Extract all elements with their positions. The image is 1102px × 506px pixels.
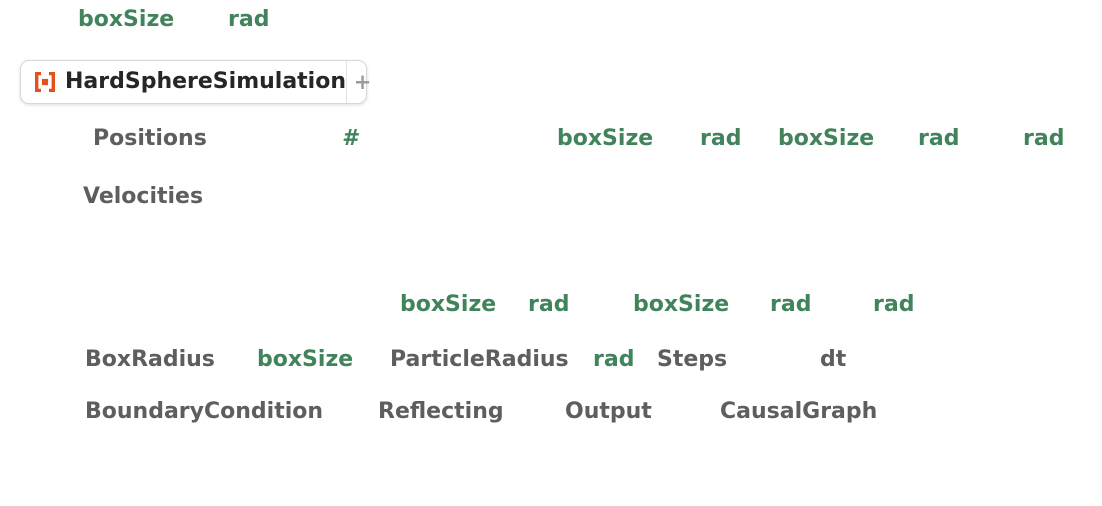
token-rad: rad — [918, 126, 960, 151]
resource-function-icon — [32, 69, 58, 95]
token-rad: rad — [528, 292, 570, 317]
expand-plus-button[interactable]: + — [346, 61, 378, 103]
token-dt-string: dt — [820, 347, 847, 372]
token-slot: # — [342, 126, 358, 151]
token-rad: rad — [593, 347, 635, 372]
resource-function-name: HardSphereSimulation — [65, 69, 346, 94]
token-boxsize: boxSize — [400, 292, 497, 317]
token-boundarycondition-string: BoundaryCondition — [85, 399, 324, 424]
token-rad: rad — [1023, 126, 1065, 151]
token-boxsize: boxSize — [78, 7, 175, 32]
token-velocities-string: Velocities — [83, 184, 204, 209]
resource-function-badge[interactable]: HardSphereSimulation + — [20, 60, 371, 104]
token-rad: rad — [228, 7, 270, 32]
token-boxradius-string: BoxRadius — [85, 347, 215, 372]
token-boxsize: boxSize — [633, 292, 730, 317]
token-boxsize: boxSize — [778, 126, 875, 151]
token-steps-string: Steps — [657, 347, 728, 372]
token-reflecting-string: Reflecting — [378, 399, 504, 424]
token-particleradius-string: ParticleRadius — [390, 347, 569, 372]
token-rad: rad — [873, 292, 915, 317]
token-rad: rad — [700, 126, 742, 151]
token-boxsize: boxSize — [557, 126, 654, 151]
token-causalgraph-string: CausalGraph — [720, 399, 878, 424]
token-output-string: Output — [565, 399, 652, 424]
token-boxsize: boxSize — [257, 347, 354, 372]
token-positions-string: Positions — [93, 126, 207, 151]
token-rad: rad — [770, 292, 812, 317]
